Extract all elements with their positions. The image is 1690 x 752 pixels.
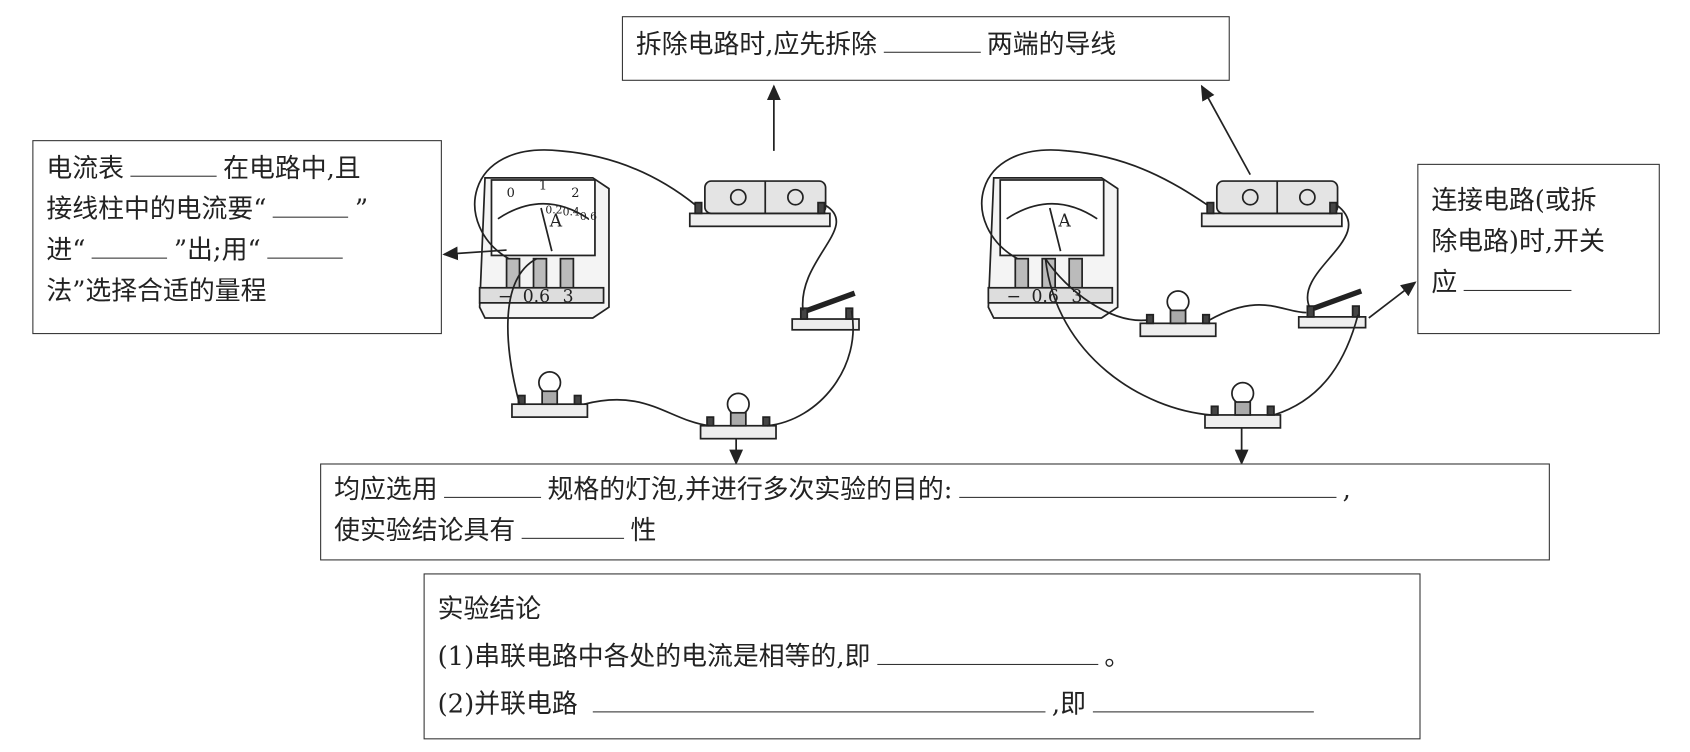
- text: 在电路中,且: [223, 153, 361, 184]
- text: 进“: [46, 234, 86, 266]
- ammeter-terminal-label: −: [498, 287, 512, 307]
- blank: [91, 230, 168, 259]
- blank: [1092, 683, 1314, 713]
- conclusion-box: 实验结论 (1)串联电路中各处的电流是相等的,即 。 (2)并联电路 ,即: [423, 573, 1421, 740]
- ammeter-terminal-label: 0.6: [1031, 287, 1058, 307]
- text: 法”选择合适的量程: [46, 275, 267, 307]
- text: 两端的导线: [986, 29, 1117, 60]
- text: 应: [1431, 267, 1458, 298]
- text: ”出;用“: [173, 234, 261, 266]
- text: 电流表: [46, 153, 124, 184]
- ammeter-scale-label: 1: [539, 179, 547, 194]
- blank: [883, 24, 981, 53]
- battery-right: [1200, 180, 1343, 228]
- lamp-left-1: [511, 370, 589, 418]
- blank: [521, 510, 625, 539]
- text: 拆除电路时,应先拆除: [635, 29, 877, 60]
- blank: [876, 636, 1098, 666]
- lamp-left-2: [699, 392, 777, 440]
- battery-left: [688, 180, 831, 228]
- blank: [1463, 262, 1572, 292]
- blank: [592, 683, 1046, 713]
- blank: [267, 230, 343, 259]
- text: 除电路)时,开关: [1431, 226, 1605, 257]
- right-callout: 连接电路(或拆 除电路)时,开关 应: [1417, 163, 1660, 335]
- ammeter-lower-scale-label: 0.2: [545, 203, 562, 216]
- text: 。: [1104, 641, 1131, 672]
- text: ,即: [1051, 688, 1087, 719]
- conclusion-title: 实验结论: [437, 593, 542, 625]
- text: 性: [630, 515, 657, 546]
- ammeter-terminal-label: −: [1007, 287, 1021, 307]
- ammeter-scale-label: 2: [571, 186, 579, 201]
- lamp-right-2: [1204, 381, 1282, 429]
- ammeter-scale-label: 0: [507, 186, 515, 201]
- ammeter-terminal-label: 3: [563, 287, 574, 307]
- text: (1)串联电路中各处的电流是相等的,即: [437, 641, 871, 672]
- text: 均应选用: [334, 474, 438, 505]
- blank: [130, 148, 217, 177]
- text: 连接电路(或拆: [1431, 185, 1597, 216]
- text: 接线柱中的电流要“: [46, 194, 267, 225]
- blank: [272, 189, 349, 218]
- ammeter-terminal-label: 3: [1071, 287, 1082, 307]
- ammeter-lower-scale-label: 0.6: [580, 210, 597, 223]
- blank: [444, 469, 542, 498]
- text: 规格的灯泡,并进行多次实验的目的:: [547, 474, 953, 505]
- text: (2)并联电路: [437, 688, 578, 719]
- ammeter-unit: A: [549, 211, 563, 231]
- middle-callout: 均应选用 规格的灯泡,并进行多次实验的目的:, 使实验结论具有 性: [320, 463, 1550, 561]
- text: 使实验结论具有: [334, 515, 516, 546]
- left-callout: 电流表 在电路中,且 接线柱中的电流要“ ” 进“ ”出;用“ 法”选择合适的量程: [32, 140, 442, 335]
- ammeter-terminal-label: 0.6: [523, 287, 550, 307]
- text: ,: [1342, 474, 1351, 505]
- ammeter-lower-scale-label: 0.4: [563, 206, 580, 219]
- lamp-right-1: [1139, 290, 1217, 338]
- ammeter-unit: A: [1057, 211, 1071, 231]
- top-callout: 拆除电路时,应先拆除 两端的导线: [621, 16, 1230, 81]
- text: ”: [354, 194, 369, 225]
- blank: [958, 469, 1337, 498]
